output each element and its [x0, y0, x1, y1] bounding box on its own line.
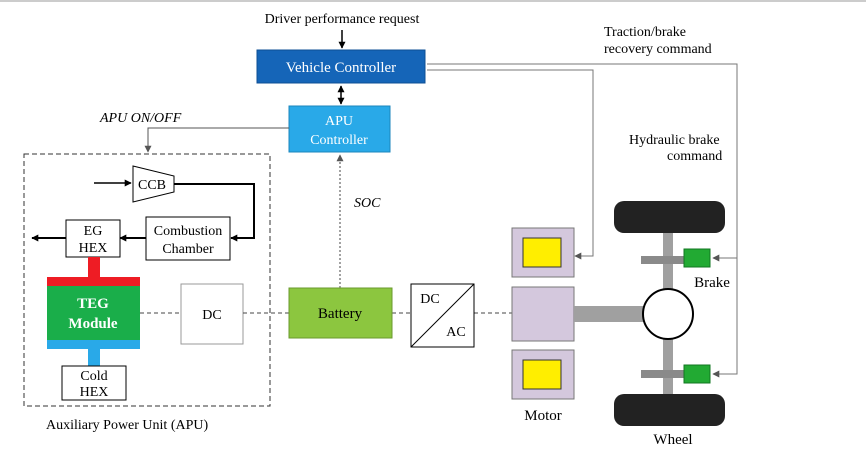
- teg-label-line1: TEG: [77, 296, 109, 312]
- converter-diagonal: [410, 283, 475, 348]
- apu-dc-box: [180, 283, 244, 345]
- ccb-label: CCB: [138, 178, 166, 193]
- soc-label: SOC: [354, 196, 381, 211]
- cold-hex-box: [61, 365, 127, 401]
- apu-controller-label-line2: Controller: [310, 133, 368, 148]
- lower-tire: [614, 394, 725, 426]
- teg-module-box: [47, 286, 140, 340]
- teg-cold-plate: [47, 340, 140, 349]
- cold-side-connector: [88, 349, 100, 366]
- ccb-compressor: [132, 165, 175, 203]
- lower-disc: [641, 370, 687, 378]
- upper-disc: [641, 256, 687, 264]
- hydraulic-command-label-line2: command: [667, 149, 722, 164]
- combustion-chamber-box: [145, 216, 231, 261]
- lower-brake-caliper: [683, 364, 711, 384]
- apu-on-off-line: [144, 127, 289, 153]
- traction-command-line: [427, 69, 594, 260]
- upper-tire: [614, 201, 725, 233]
- teg-label-line2: Module: [68, 316, 118, 332]
- brake-label: Brake: [694, 275, 730, 291]
- hydraulic-command-line-lower: [712, 258, 738, 378]
- motor-lower-window: [522, 359, 562, 390]
- apu-dc-label: DC: [202, 308, 221, 323]
- apu-enclosure: [23, 153, 271, 407]
- wheel-hub: [642, 288, 694, 340]
- hydraulic-command-line-upper: [427, 63, 738, 262]
- apu-on-off-label: APU ON/OFF: [99, 111, 182, 126]
- battery-box: [288, 287, 393, 339]
- ccb-to-combustion-line: [174, 183, 255, 242]
- combustion-label-line1: Combustion: [154, 224, 222, 239]
- vehicle-controller-box: [256, 49, 426, 84]
- traction-command-label-line2: recovery command: [604, 42, 712, 57]
- motor-upper-window: [522, 237, 562, 268]
- drive-shaft: [574, 306, 648, 322]
- hot-side-connector: [88, 257, 100, 277]
- apu-controller-label-line1: APU: [325, 114, 353, 129]
- converter-dc-label: DC: [420, 292, 439, 307]
- wheel-label: Wheel: [653, 432, 692, 448]
- eg-hex-label-line2: HEX: [79, 241, 108, 256]
- eg-hex-label-line1: EG: [84, 224, 103, 239]
- cold-hex-label-line1: Cold: [80, 369, 107, 384]
- upper-brake-caliper: [683, 248, 711, 268]
- combustion-label-line2: Chamber: [162, 242, 214, 257]
- vehicle-controller-label: Vehicle Controller: [286, 60, 396, 76]
- motor-center-section: [511, 286, 575, 342]
- traction-command-label-line1: Traction/brake: [604, 25, 686, 40]
- apu-controller-box: [288, 105, 391, 153]
- driver-request-label: Driver performance request: [265, 12, 420, 27]
- apu-caption: Auxiliary Power Unit (APU): [46, 418, 208, 433]
- teg-hot-plate: [47, 277, 140, 286]
- cold-hex-label-line2: HEX: [80, 385, 109, 400]
- hydraulic-command-label-line1: Hydraulic brake: [629, 133, 720, 148]
- motor-label: Motor: [524, 408, 562, 424]
- battery-label: Battery: [318, 306, 363, 322]
- converter-ac-label: AC: [446, 325, 465, 340]
